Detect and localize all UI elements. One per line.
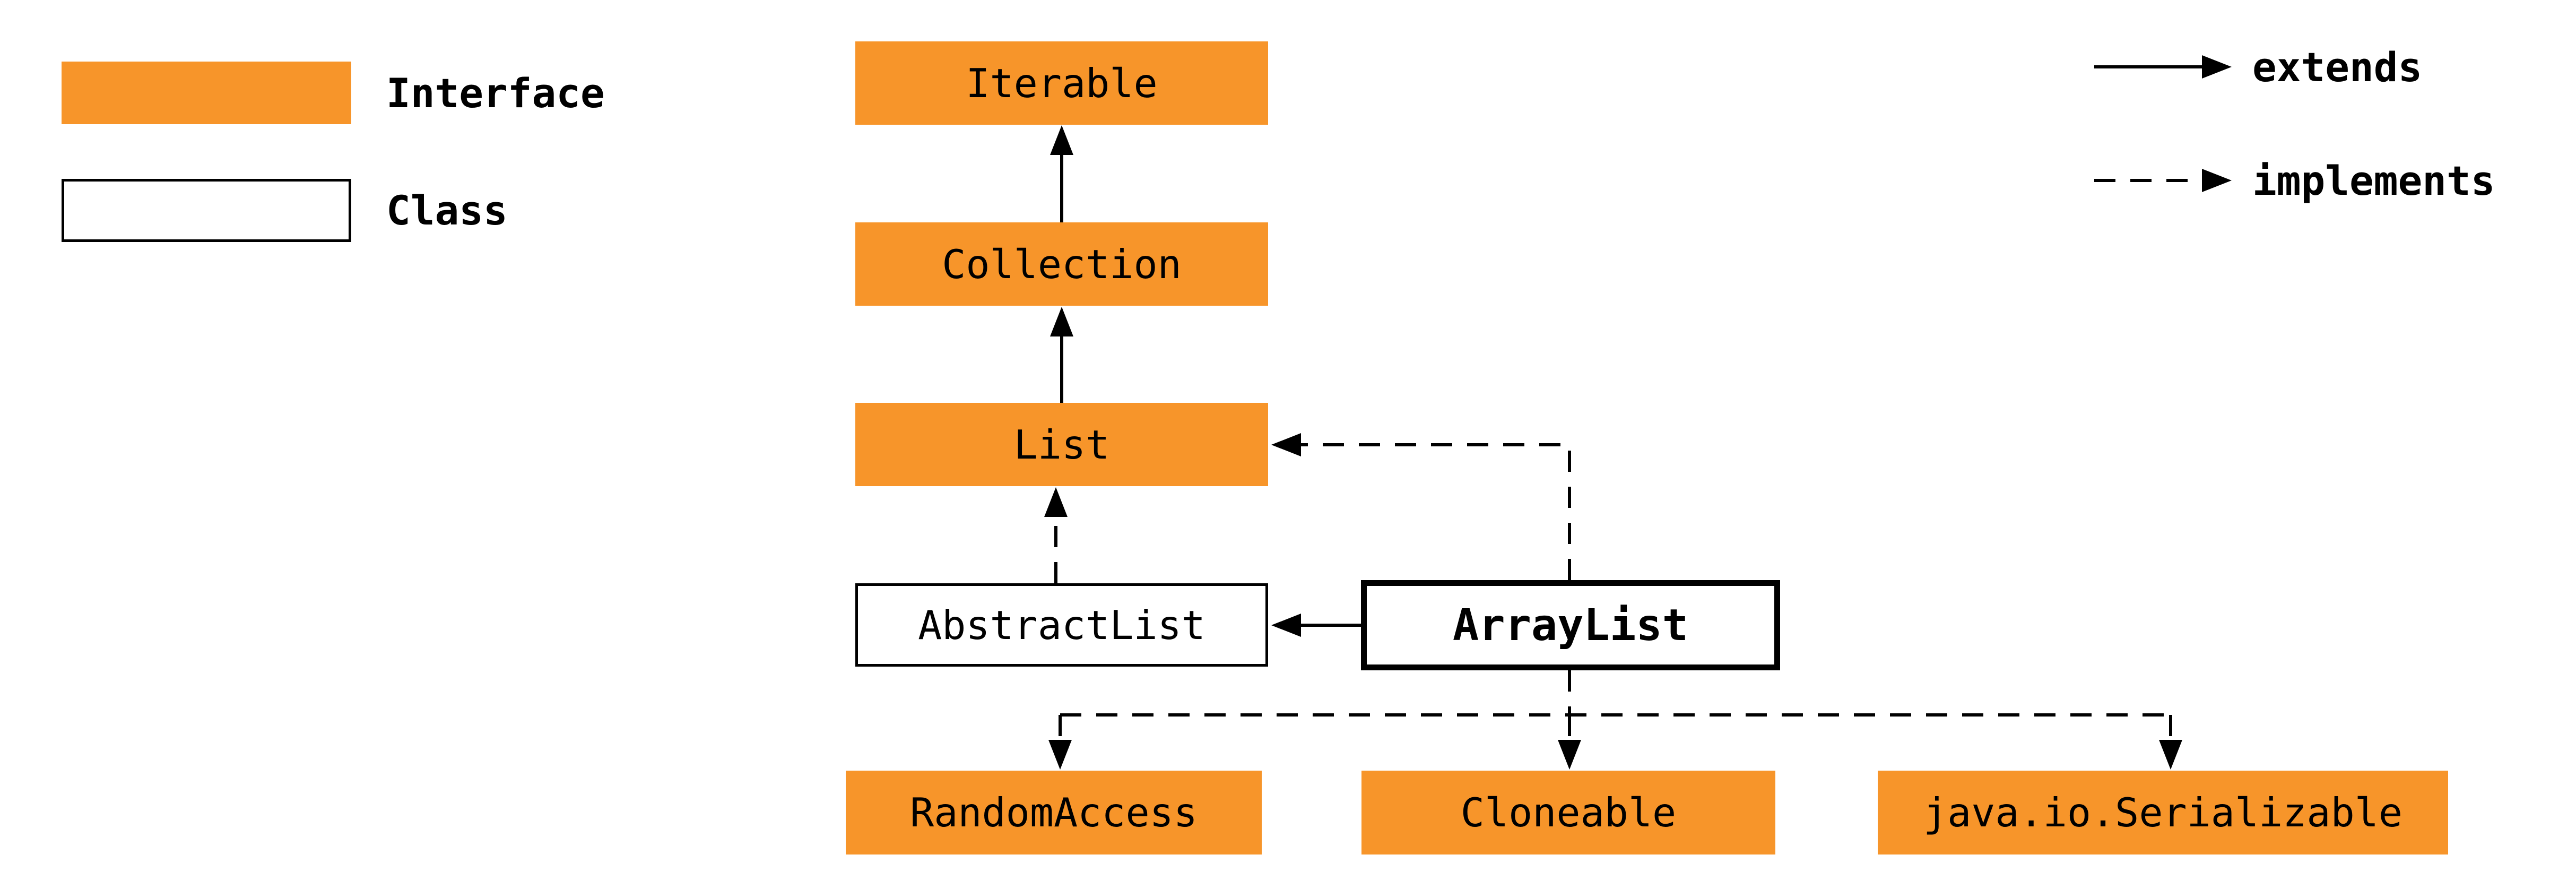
legend-implements-arrow [2094, 169, 2232, 192]
node-collection: Collection [855, 222, 1268, 306]
node-arraylist: ArrayList [1361, 580, 1780, 670]
edge-arraylist-extends-abstractlist [1271, 614, 1361, 637]
edge-arraylist-implements-bottom-interfaces [1048, 670, 2182, 770]
edge-abstractlist-implements-list [1044, 487, 1068, 583]
edge-list-extends-collection [1050, 307, 1073, 403]
legend-interface-label: Interface [386, 69, 605, 117]
node-serializable: java.io.Serializable [1878, 771, 2448, 855]
legend-extends-label: extends [2252, 43, 2423, 91]
legend-interface-swatch [62, 62, 351, 124]
edge-arraylist-implements-list [1271, 433, 1571, 580]
legend-class-label: Class [386, 186, 508, 234]
legend-extends-arrow [2094, 55, 2232, 79]
edge-collection-extends-iterable [1050, 125, 1073, 222]
node-cloneable: Cloneable [1361, 771, 1775, 855]
node-randomaccess: RandomAccess [846, 771, 1262, 855]
node-iterable: Iterable [855, 41, 1268, 125]
legend-implements-label: implements [2252, 157, 2495, 204]
node-abstractlist: AbstractList [855, 583, 1268, 667]
legend-class-swatch [62, 179, 351, 242]
node-list: List [855, 403, 1268, 486]
